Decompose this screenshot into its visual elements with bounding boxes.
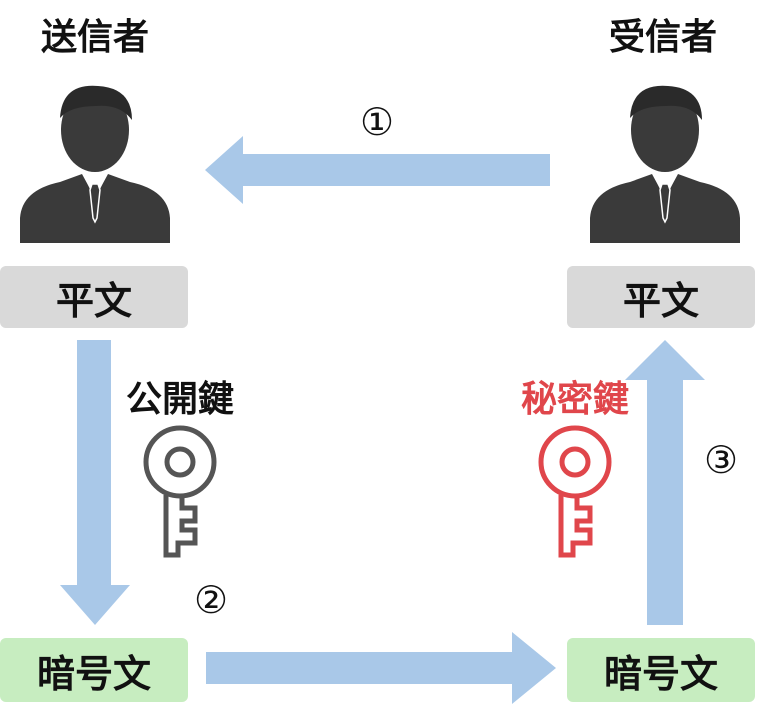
receiver-person-icon — [590, 85, 740, 243]
sender-label: 送信者 — [40, 17, 149, 58]
sender-ciphertext-box: 暗号文 — [0, 638, 188, 702]
receiver-plaintext-box: 平文 — [567, 266, 755, 328]
arrow-step2 — [60, 340, 130, 625]
arrow-step1 — [205, 136, 550, 204]
public-key-label: 公開鍵 — [125, 379, 234, 420]
private-key-label: 秘密鍵 — [520, 379, 629, 420]
sender-plaintext-box: 平文 — [0, 266, 188, 328]
public-key-icon — [143, 425, 217, 558]
step1-number: ① — [359, 100, 395, 144]
arrow-step3 — [625, 340, 705, 625]
step2-number: ② — [193, 578, 229, 622]
step3-number: ③ — [703, 438, 739, 482]
receiver-ciphertext-box: 暗号文 — [567, 638, 755, 702]
arrow-send-ciphertext — [206, 632, 556, 704]
sender-person-icon — [20, 85, 170, 243]
receiver-label: 受信者 — [608, 17, 717, 58]
private-key-icon — [538, 425, 612, 558]
